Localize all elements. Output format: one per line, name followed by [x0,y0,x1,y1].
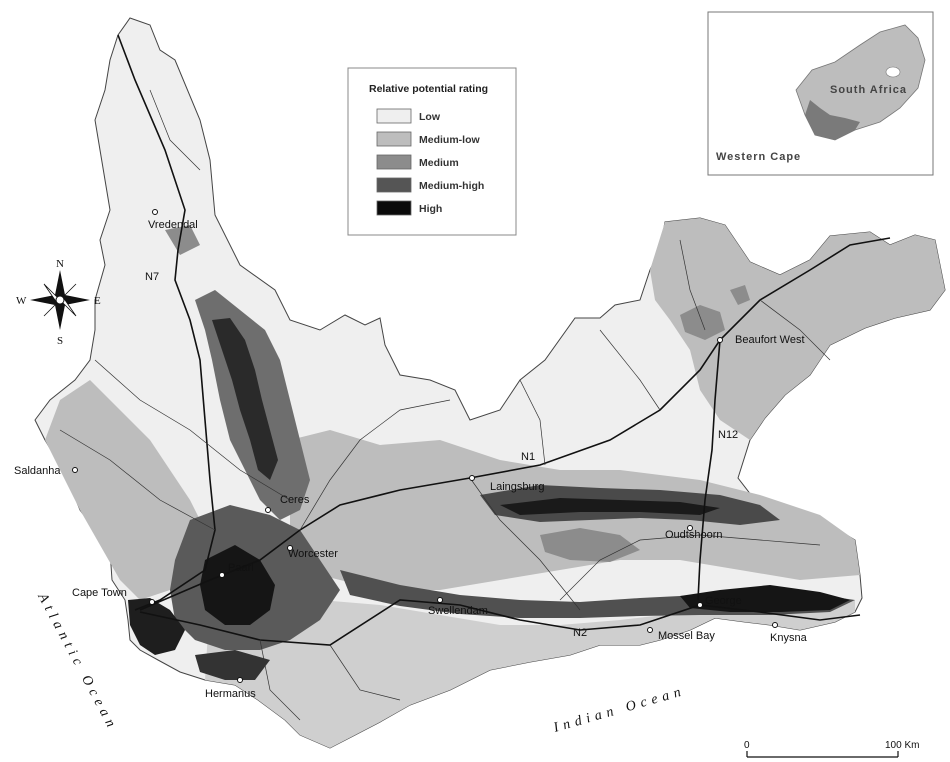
legend-label-low: Low [419,111,441,123]
minor-road [469,477,581,611]
lesotho-shape [885,66,901,78]
town-label-swellendam: Swellendam [428,605,488,617]
legend-swatch-medium-low [376,131,412,147]
zone-medium-low-coast [205,590,855,748]
minor-road [259,639,301,721]
legend-box [347,67,517,236]
town-label-cape-town: Cape Town [72,587,127,599]
town-label-saldanha: Saldanha [14,465,61,477]
zone-high-boland [200,545,275,625]
town-label-paarl: Paarl [228,562,254,574]
legend-label-medium-high: Medium-high [419,180,484,192]
town-label-worcester: Worcester [288,548,338,560]
town-dot-ceres [265,507,271,513]
road-n1 [139,237,891,611]
compass-east-point [60,295,90,305]
town-dot-beaufort-west [717,337,723,343]
western-cape-inset-shape [805,100,860,140]
ocean-label-atlantic: Atlantic Ocean [34,590,120,734]
minor-road [519,379,546,466]
minor-road [329,644,401,701]
inset-label-south-africa: South Africa [830,84,907,96]
town-dot-knysna [772,622,778,628]
town-label-ceres: Ceres [280,494,310,506]
town-label-oudtshoorn: Oudtshoorn [665,529,722,541]
compass-rose: N S E W [16,258,101,347]
town-dot-cape-town [149,599,155,605]
town-label-beaufort-west: Beaufort West [735,334,805,346]
town-label-mossel-bay: Mossel Bay [658,630,715,642]
compass-center [55,295,65,305]
compass-e: E [94,295,101,307]
town-dot-vredendal [152,209,158,215]
road-n12 [697,339,721,601]
compass-south-point [55,300,65,330]
zone-medium-beaufort-2 [730,285,750,305]
legend-swatch-medium [376,154,412,170]
legend-label-medium: Medium [419,157,459,169]
road-label-n2: N2 [573,627,587,639]
legend-swatch-medium-high [376,177,412,193]
minor-road [149,89,201,171]
zone-high-cederberg [212,318,278,480]
compass-west-point [30,295,60,305]
minor-road [759,299,831,361]
zone-medium-low-karoo [650,218,945,440]
road-label-n7: N7 [145,271,159,283]
minor-road [59,429,216,531]
town-dot-swellendam [437,597,443,603]
road-n7 [117,34,216,611]
scale-label-start: 0 [744,740,750,751]
scale-label-end: 100 Km [885,740,919,751]
town-label-george: George [705,595,742,607]
town-dot-mossel-bay [647,627,653,633]
scale-bar: 0 100 Km [744,740,919,758]
road-labels: N7 N1 N12 N2 [145,271,738,639]
town-label-knysna: Knysna [770,632,808,644]
town-dot-worcester [287,545,293,551]
road-label-n12: N12 [718,429,738,441]
compass-n: N [56,258,64,270]
town-label-hermanus: Hermanus [205,688,256,700]
compass-w: W [16,295,27,307]
ocean-label-indian: Indian Ocean [551,684,687,736]
minor-road [559,539,641,601]
legend-label-high: High [419,203,442,215]
legend-label-medium-low: Medium-low [419,134,480,146]
inset-map: South Africa Western Cape [707,11,934,176]
town-dot-paarl [219,572,225,578]
town-labels: Vredendal Saldanha Ceres Worcester Paarl… [14,219,808,700]
legend-swatch-low [376,108,412,124]
minor-road [639,534,821,546]
compass-s: S [57,335,63,347]
town-dots [72,209,778,683]
minor-road [299,399,451,531]
legend-title: Relative potential rating [369,83,488,95]
legend-swatch-high [376,200,412,216]
zone-medium-klein-karoo [540,528,640,562]
minor-road [679,239,706,331]
town-dot-george [697,602,703,608]
minor-road [94,359,291,501]
town-dot-saldanha [72,467,78,473]
zone-high-swartberg [500,498,720,515]
town-dot-oudtshoorn [687,525,693,531]
town-label-vredendal: Vredendal [148,219,198,231]
compass-north-point [55,270,65,300]
town-dot-laingsburg [469,475,475,481]
zone-medium-low-west [45,380,210,600]
minor-roads [59,89,831,721]
rating-zones [45,218,945,748]
road-label-n1: N1 [521,451,535,463]
zone-high-overberg [195,650,270,680]
minor-road [599,329,661,411]
zone-high-garden-route [680,585,850,612]
town-dot-hermanus [237,677,243,683]
inset-label-western-cape: Western Cape [716,151,801,163]
town-label-laingsburg: Laingsburg [490,481,544,493]
legend: Relative potential rating LowMedium-lowM… [347,67,517,236]
zone-medium-north [165,225,200,255]
